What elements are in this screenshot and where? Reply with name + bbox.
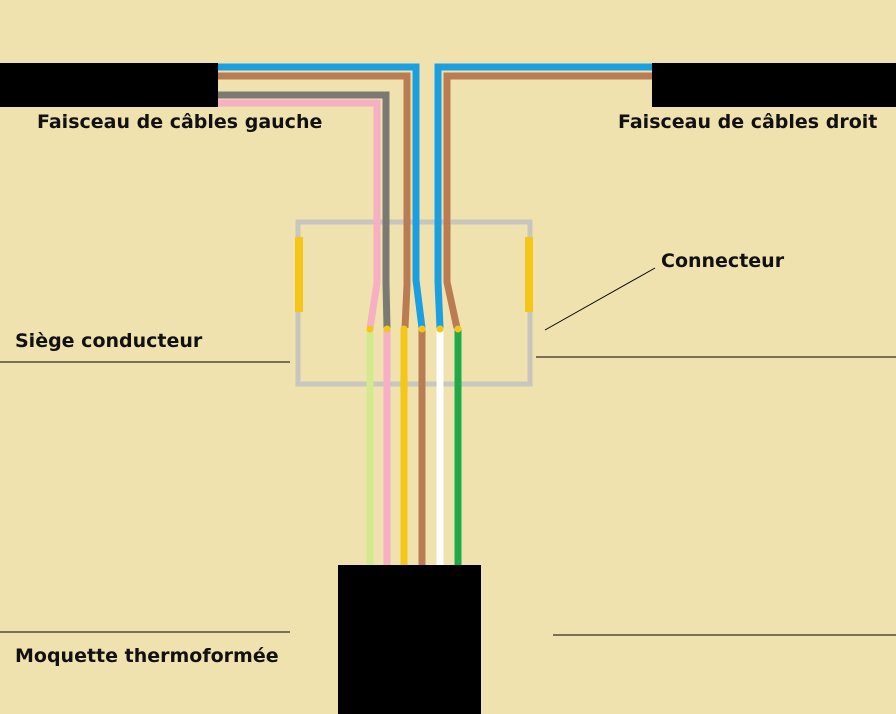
contact-pin	[454, 325, 462, 333]
connector-label: Connecteur	[661, 250, 785, 272]
driver-seat-label: Siège conducteur	[15, 330, 203, 352]
wire-left-blue	[218, 63, 426, 329]
contact-pin	[436, 325, 444, 333]
carpet-label: Moquette thermoformée	[15, 645, 279, 667]
carpet-block	[338, 565, 481, 714]
contact-pin	[400, 325, 408, 333]
wire-right-brown	[443, 72, 652, 329]
connector-clip-right	[525, 237, 533, 312]
wire-left-brown	[218, 72, 411, 329]
wire-right-blue	[434, 63, 652, 329]
wire-left-pink	[218, 99, 381, 329]
right-harness-label: Faisceau de câbles droit	[618, 111, 878, 133]
contact-pin	[418, 325, 426, 333]
left-harness-label: Faisceau de câbles gauche	[37, 111, 323, 133]
wire-left-grey	[218, 91, 391, 329]
contact-pin	[383, 325, 391, 333]
left-harness-block	[0, 63, 218, 107]
right-harness-block	[652, 63, 896, 107]
connector-pointer-line	[544, 267, 656, 331]
contact-pin	[366, 325, 374, 333]
connector-clip-left	[295, 237, 303, 312]
